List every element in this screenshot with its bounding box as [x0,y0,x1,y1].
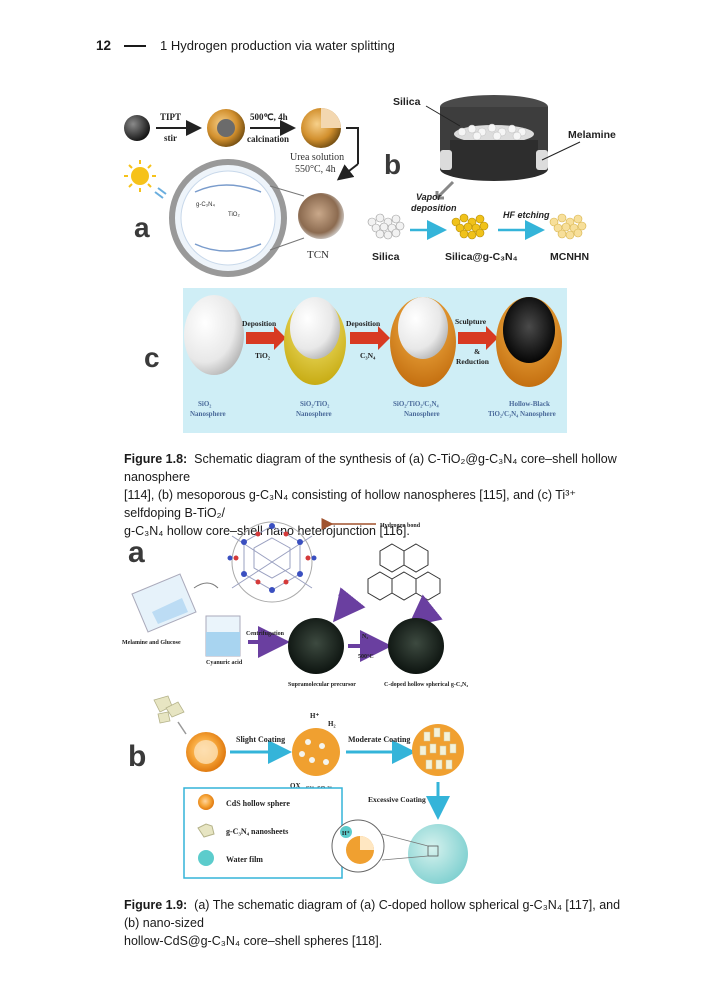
cap-3b: Nanosphere [404,410,440,418]
figure-1-9-caption: Figure 1.9: (a) The schematic diagram of… [124,896,636,950]
label-vapor: Vapor [416,192,442,202]
cap-1a: SiO₂ [198,400,211,408]
label-stir: stir [164,133,177,143]
core-sphere [124,115,150,141]
sun-icon [124,160,167,199]
label-cyanuric: Cyanuric acid [206,660,243,666]
panel-label-a: a [134,212,150,243]
cds-sphere-2 [292,728,340,776]
label-tipt: TIPT [160,112,181,122]
cap-3a: SiO₂/TiO₂/C₃N₄ [393,400,440,408]
label-silica-top: Silica [393,96,421,108]
legend-water-icon [198,850,214,866]
label-hplus: H⁺ [310,712,319,720]
supramolecular-sphere [288,618,344,674]
label-gc3n4: g-C₃N₄ [196,202,215,208]
figure-1-8: TIPT stir 500℃, 4h calcination Urea solu… [124,95,616,433]
label-h2: H₂ [328,720,336,728]
label-melamine-19: Melamine and Glucose [122,640,181,646]
arrow-3 [458,326,498,350]
label-inset-h: H⁺ [342,830,350,837]
caption-18-line-2: [114], (b) mesoporous g-C₃N₄ consisting … [124,488,576,520]
legend-water: Water film [226,855,263,864]
panel-label-a-19: a [128,536,145,569]
arrow-3-bot: Reduction [456,357,490,366]
figure-1-8-caption: Figure 1.8: Schematic diagram of the syn… [124,450,636,540]
figure-1-9: a Hydrogen bond [122,518,468,884]
cap-4a: Hollow-Black [509,400,550,408]
arrow-3-mid: & [474,347,480,356]
label-500c: 500°C [358,653,374,660]
caption-label-19: Figure 1.9: [124,898,188,912]
silica-cluster [367,213,405,240]
legend-gcn: g-C₃N₄ nanosheets [226,827,288,836]
panel-c-fig18: c Deposition TiO₂ Deposition C₃N₄ Sculpt… [144,288,567,433]
label-silica-gcn: Silica@g-C₃N₄ [445,251,518,263]
cap-1b: Nanosphere [190,410,226,418]
label-calcination: calcination [247,134,289,144]
panel-a-fig18: TIPT stir 500℃, 4h calcination Urea solu… [124,108,359,277]
arrow-2-top: Deposition [346,319,381,328]
mcnhn-cluster [549,213,587,240]
panel-label-b-19: b [128,740,146,773]
panel-label-c: c [144,342,160,373]
molecular-network [231,521,313,603]
gc3n4-structure [367,543,441,601]
arrow-1-top: Deposition [242,319,277,328]
label-cdoped: C-doped hollow spherical g-C₃N₄ [384,682,468,688]
page-number: 12 [96,38,112,53]
cdoped-sphere [388,618,444,674]
caption-18-line-1: Schematic diagram of the synthesis of (a… [124,452,617,484]
tcn-sphere [298,193,344,239]
label-n2: N₂ [362,634,368,640]
label-melamine: Melamine [568,129,616,141]
sio2-sphere [184,295,244,375]
arrow-3-top: Sculpture [455,317,487,326]
running-header: 12 1 Hydrogen production via water split… [96,38,395,53]
caption-label-18: Figure 1.8: [124,452,188,466]
header-rule [124,44,147,47]
legend-nanosheet-icon [197,823,215,838]
arrow-2-bot: C₃N₄ [360,351,376,360]
caption-19-line-2: hollow-CdS@g-C₃N₄ core–shell spheres [11… [124,934,383,948]
label-tio2: TiO₂ [228,212,240,218]
panel-b-fig19: b Slight Coating H⁺ H₂ OX S²⁻, SO₃²⁻ Mod… [128,695,468,884]
label-urea-temp: 550°C, 4h [295,164,336,175]
label-hf: HF etching [503,210,550,220]
label-deposition: deposition [411,203,457,213]
arrow-2 [350,326,390,350]
label-hbond: Hydrogen bond [380,523,421,529]
legend-cds: CdS hollow sphere [226,799,290,808]
chapter-title: 1 Hydrogen production via water splittin… [160,38,395,53]
label-silica: Silica [372,251,400,263]
beaker-cyanuric [205,615,241,657]
label-moderate: Moderate Coating [348,735,410,744]
silica-gcn-cluster [451,213,489,240]
panel-a-fig19: a Hydrogen bond [122,518,468,688]
label-mcnhn: MCNHN [550,251,589,263]
panel-label-b: b [384,149,401,180]
caption-18-line-3: g-C₃N₄ hollow core–shell nano heterojunc… [124,524,410,538]
legend-cds-icon [198,794,214,810]
caption-19-line-1: (a) The schematic diagram of (a) C-doped… [124,898,621,930]
cap-2a: SiO₂/TiO₂ [300,400,329,408]
nanosheet-cluster [153,695,185,724]
label-supra: Supramolecular precursor [288,682,356,688]
label-excessive: Excessive Coating [368,795,426,804]
arrow-1-bot: TiO₂ [255,351,271,360]
label-tcn: TCN [307,249,329,261]
beaker-pour [131,573,219,633]
label-temp: 500℃, 4h [250,112,288,122]
panel-b-fig18: Silica Melamine b Vapor deposition HF et… [367,95,616,263]
label-slight: Slight Coating [236,735,285,744]
label-centrifugation: Centrifugation [246,631,285,637]
label-ox: OX [290,782,301,790]
cap-2b: Nanosphere [296,410,332,418]
label-urea: Urea solution [290,152,344,163]
cap-4b: TiO₂/C₃N₄ Nanosphere [488,410,556,418]
arrow-1 [246,326,286,350]
